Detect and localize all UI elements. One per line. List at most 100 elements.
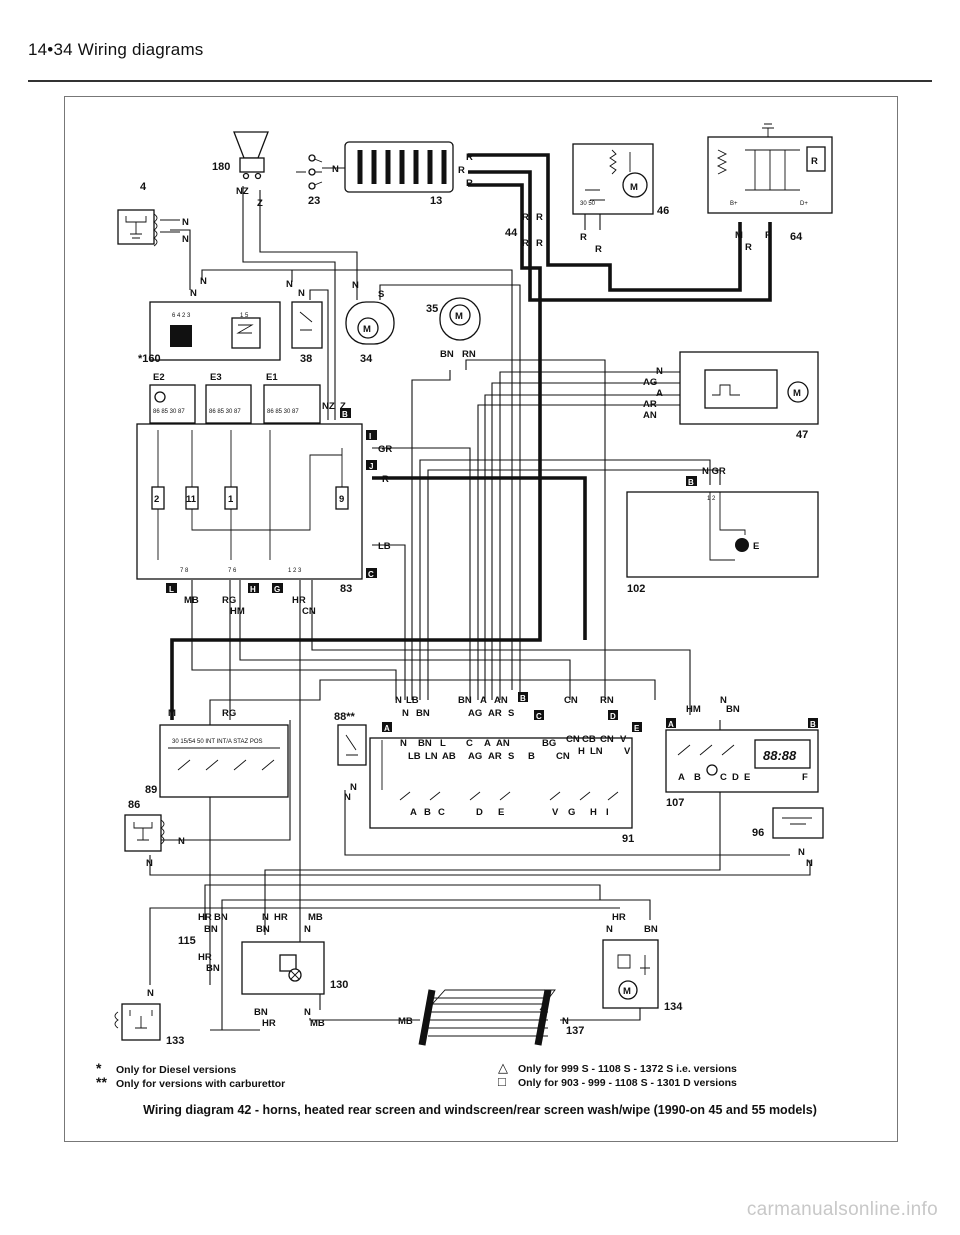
- wire-label: AN: [643, 410, 657, 421]
- svg-text:30 50: 30 50: [580, 201, 596, 207]
- label-23: 23: [308, 195, 320, 207]
- connector-b-83: B: [340, 408, 351, 419]
- wire-label: Z: [257, 198, 263, 209]
- wire-label: N: [350, 782, 357, 793]
- contact-e: E: [744, 772, 750, 783]
- relay-e3: E3: [210, 372, 222, 383]
- wire-label: V: [620, 734, 627, 745]
- wire-label: R: [522, 238, 529, 249]
- component-137-rear-screen: 137 MB N: [398, 989, 584, 1046]
- connector-h: H: [248, 583, 259, 594]
- wire-label: A: [484, 738, 491, 749]
- wire-label: BN: [254, 1007, 268, 1018]
- wire-label: H: [578, 746, 585, 757]
- wire-label: AG: [468, 708, 482, 719]
- svg-text:H: H: [250, 585, 256, 594]
- wire-label: HR: [292, 595, 306, 606]
- wire-label: N: [147, 988, 154, 999]
- wire-label: LB: [408, 751, 421, 762]
- wire-label: HM: [686, 704, 701, 715]
- component-46-starter: M 30 50 46 R R: [572, 143, 669, 255]
- wire-label: A: [656, 388, 663, 399]
- component-4-horn: 4 N N: [117, 181, 189, 247]
- component-102: E 1 2 N GR 102: [626, 466, 819, 595]
- wire-label: CN: [564, 695, 578, 706]
- component-91-switch: 91 N LB N BN BN A AN AG AR S CN RN N BN …: [369, 692, 642, 845]
- wire-label: N: [720, 695, 727, 706]
- component-134-motor: M 134 HR N BN: [602, 912, 683, 1013]
- svg-text:J: J: [369, 462, 373, 471]
- wire-label: N: [400, 738, 407, 749]
- svg-text:6 4 2 3: 6 4 2 3: [172, 313, 191, 319]
- wire-label: RG: [222, 708, 236, 719]
- wire-label: N GR: [702, 466, 726, 477]
- connector-badges: B I J C L H G B: [166, 408, 697, 594]
- contact-c: C: [438, 807, 445, 818]
- wire-label: B: [528, 751, 535, 762]
- wire-label: BN: [726, 704, 740, 715]
- wire-label: HR: [612, 912, 626, 923]
- label-13: 13: [430, 195, 442, 207]
- regulator-r: R: [811, 156, 818, 167]
- label-83: 83: [340, 583, 352, 595]
- svg-text:E: E: [634, 724, 640, 733]
- wire-label: N: [182, 217, 189, 228]
- wire-label: N: [332, 164, 339, 175]
- wire-label: N: [402, 708, 409, 719]
- relay-e1: E1: [266, 372, 278, 383]
- component-180-horn: 180 NZ Z: [212, 131, 269, 209]
- wire-label: R: [458, 165, 465, 176]
- svg-text:L: L: [169, 585, 174, 594]
- wire-label: AB: [442, 751, 456, 762]
- component-160: 6 4 2 3 1 5 *160 N N: [138, 276, 281, 365]
- wire-label: BN: [214, 912, 228, 923]
- wire-label: NZ: [322, 401, 335, 412]
- label-88: 88**: [334, 711, 356, 723]
- label-107: 107: [666, 797, 684, 809]
- wire-label: N: [182, 234, 189, 245]
- wire-label: HR: [198, 912, 212, 923]
- wire-label: S: [508, 751, 514, 762]
- motor-m: M: [455, 311, 463, 322]
- label-89: 89: [145, 784, 157, 796]
- note-carburettor: **Only for versions with carburettor: [96, 1074, 285, 1090]
- component-13: 13 R R R: [344, 141, 473, 207]
- switch-91-contact-letters: A B C D E V G H I: [410, 807, 609, 818]
- wire-label: R: [595, 244, 602, 255]
- label-4: 4: [140, 181, 147, 193]
- label-160: *160: [138, 353, 161, 365]
- svg-text:B: B: [810, 720, 816, 729]
- label-34: 34: [360, 353, 373, 365]
- wire-label: AN: [496, 738, 510, 749]
- wire-label: R: [765, 230, 772, 241]
- component-130: 130 N HR BN MB N BN HR N MB: [241, 912, 348, 1029]
- fuse-9: 9: [339, 494, 344, 505]
- wire-label: N: [146, 858, 153, 869]
- contact-a: A: [678, 772, 685, 783]
- connector-l: L: [166, 583, 177, 594]
- wire-label: NZ: [236, 186, 249, 197]
- contact-d: D: [476, 807, 483, 818]
- double-star-mark: **: [96, 1074, 107, 1090]
- motor-m: M: [623, 986, 631, 997]
- svg-text:86 85 30 87: 86 85 30 87: [153, 409, 185, 415]
- wire-label: CB: [582, 734, 596, 745]
- header-rule: [28, 80, 932, 82]
- wire-label: CN: [566, 734, 580, 745]
- wire-label: R: [466, 152, 473, 163]
- wire-label: CN: [302, 606, 316, 617]
- connector-c-83: C: [366, 568, 377, 579]
- switch-91-top-labels: N LB N BN BN A AN AG AR S CN RN: [395, 695, 614, 719]
- component-35-pump: M 35 BN RN: [426, 297, 481, 360]
- svg-text:G: G: [274, 585, 280, 594]
- note-square-text: Only for 903 - 999 - 1108 S - 1301 D ver…: [518, 1077, 737, 1089]
- contact-e: E: [498, 807, 504, 818]
- wire-label: AR: [643, 399, 657, 410]
- svg-text:1 5: 1 5: [240, 313, 249, 319]
- component-86-horn: 86 N N: [124, 799, 185, 869]
- note-diesel: *Only for Diesel versions: [96, 1060, 236, 1076]
- wire-label: R: [536, 238, 543, 249]
- contact-a: A: [410, 807, 417, 818]
- thin-wires: [149, 186, 811, 1031]
- wire-label: AN: [494, 695, 508, 706]
